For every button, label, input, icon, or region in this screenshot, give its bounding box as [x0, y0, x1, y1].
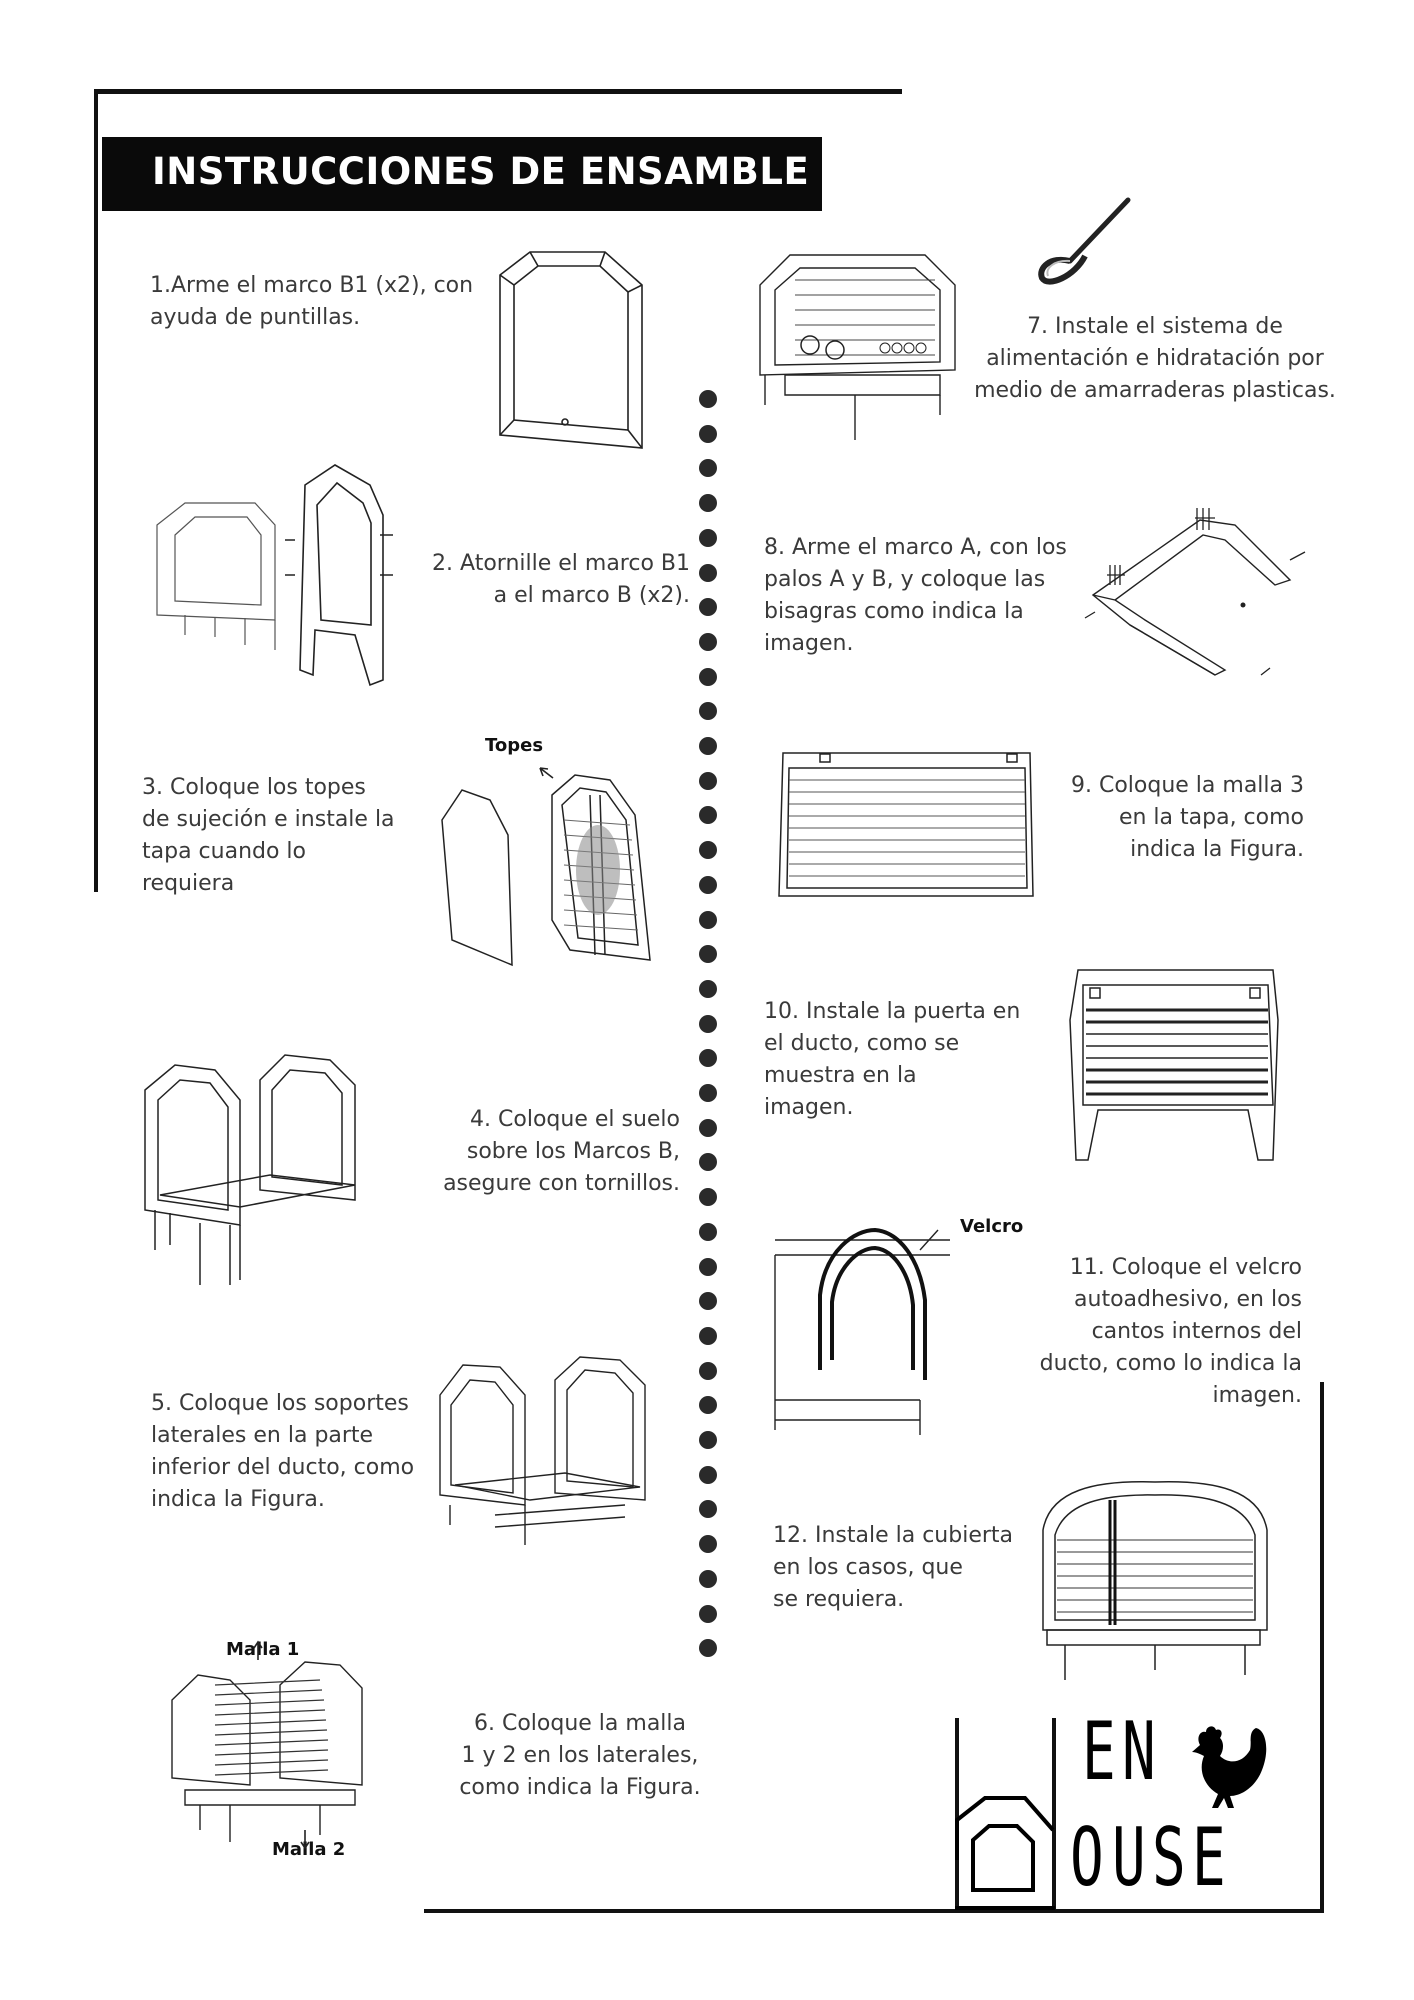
divider-dot	[699, 1361, 717, 1380]
divider-dot	[699, 1049, 717, 1068]
divider-dot	[699, 1604, 717, 1623]
logo-letter-n: N	[1122, 1705, 1156, 1798]
divider-dot	[699, 1084, 717, 1102]
figure-door	[1068, 960, 1288, 1165]
divider-dot	[699, 945, 717, 964]
divider-dot	[699, 702, 717, 721]
divider-dot	[699, 632, 717, 651]
topes-label: Topes	[485, 735, 544, 756]
divider-dot	[699, 424, 717, 443]
logo-letter-o: O	[1070, 1811, 1104, 1904]
divider-dot	[699, 1535, 717, 1554]
logo-letter-s: S	[1152, 1811, 1186, 1904]
step-9-text: 9. Coloque la malla 3 en la tapa, como i…	[1070, 773, 1304, 862]
divider-dot	[699, 841, 717, 860]
step-2-text: 2. Atornille el marco B1 a el marco B (x…	[432, 551, 690, 608]
divider-dot	[699, 875, 717, 894]
divider-dot	[699, 1500, 717, 1519]
figure-lid-malla-3	[775, 748, 1040, 898]
divider-dot	[699, 1188, 717, 1207]
malla-1-label: Malla 1	[226, 1639, 300, 1660]
divider-dot	[699, 563, 717, 582]
title-banner	[102, 137, 822, 211]
hen-icon	[1192, 1726, 1267, 1808]
divider-dot	[699, 1431, 717, 1449]
divider-dot	[699, 979, 717, 998]
divider-dot	[699, 667, 717, 686]
cable-tie-icon	[1030, 196, 1135, 286]
step-1-text: 1.Arme el marco B1 (x2), con ayuda de pu…	[150, 273, 474, 330]
figure-cover	[1035, 1480, 1275, 1685]
step-7-text: 7. Instale el sistema de alimentación e …	[974, 314, 1336, 403]
figure-frame-a	[1085, 500, 1305, 680]
divider-dot	[699, 390, 717, 408]
divider-dot	[699, 1292, 717, 1311]
divider-dot	[699, 806, 717, 825]
frame-bottom-line	[424, 1909, 1324, 1913]
logo-letter-e2: E	[1192, 1811, 1226, 1904]
divider-dot	[699, 1014, 717, 1033]
divider-dot	[699, 771, 717, 790]
step-10-text: 10. Instale la puerta en el ducto, como …	[764, 999, 1021, 1120]
house-outline-icon	[955, 1790, 1055, 1910]
step-12-text: 12. Instale la cubierta en los casos, qu…	[773, 1523, 1014, 1612]
frame-right-line	[1320, 1382, 1324, 1912]
logo-vertical-line-left	[955, 1718, 959, 1911]
figure-feeder-system	[755, 250, 965, 445]
step-5-text: 5. Coloque los soportes laterales en la …	[151, 1391, 415, 1512]
divider-dot	[699, 1222, 717, 1241]
divider-dot	[699, 1326, 717, 1345]
malla-2-label: Malla 2	[272, 1839, 346, 1860]
figure-velcro	[770, 1220, 955, 1435]
logo-letter-u: U	[1112, 1811, 1146, 1904]
page-title: INSTRUCCIONES DE ENSAMBLE	[152, 150, 810, 193]
divider-dot	[699, 494, 717, 513]
divider-dot	[699, 1569, 717, 1588]
divider-dot	[699, 1118, 717, 1137]
step-11-text: 11. Coloque el velcro autoadhesivo, en l…	[1039, 1255, 1302, 1408]
logo-vertical-line-mid	[1052, 1718, 1056, 1911]
divider-dot	[699, 737, 717, 755]
step-6-text: 6. Coloque la malla 1 y 2 en los lateral…	[459, 1711, 701, 1800]
divider-dot	[699, 1465, 717, 1484]
figure-topes	[440, 760, 660, 970]
figure-malla-1-2	[170, 1660, 370, 1845]
figure-frame-b-b1	[155, 465, 405, 690]
step-8-text: 8. Arme el marco A, con los palos A y B,…	[764, 535, 1067, 656]
step-4-text: 4. Coloque el suelo sobre los Marcos B, …	[443, 1107, 680, 1196]
velcro-label: Velcro	[960, 1216, 1024, 1237]
divider-dot	[699, 1153, 717, 1172]
divider-dot	[699, 1257, 717, 1276]
figure-frame-b1	[490, 250, 650, 450]
divider-dot	[699, 598, 717, 617]
frame-left-line	[94, 89, 98, 892]
divider-dot	[699, 910, 717, 929]
figure-side-supports	[435, 1355, 660, 1555]
figure-floor-on-frames	[140, 1045, 380, 1290]
logo-letter-e: E	[1082, 1705, 1116, 1798]
divider-dot	[699, 459, 717, 478]
divider-dot	[699, 528, 717, 547]
step-3-text: 3. Coloque los topes de sujeción e insta…	[142, 775, 395, 896]
frame-top-line	[94, 89, 902, 94]
divider-dot	[699, 1396, 717, 1415]
divider-dot	[699, 1639, 717, 1658]
